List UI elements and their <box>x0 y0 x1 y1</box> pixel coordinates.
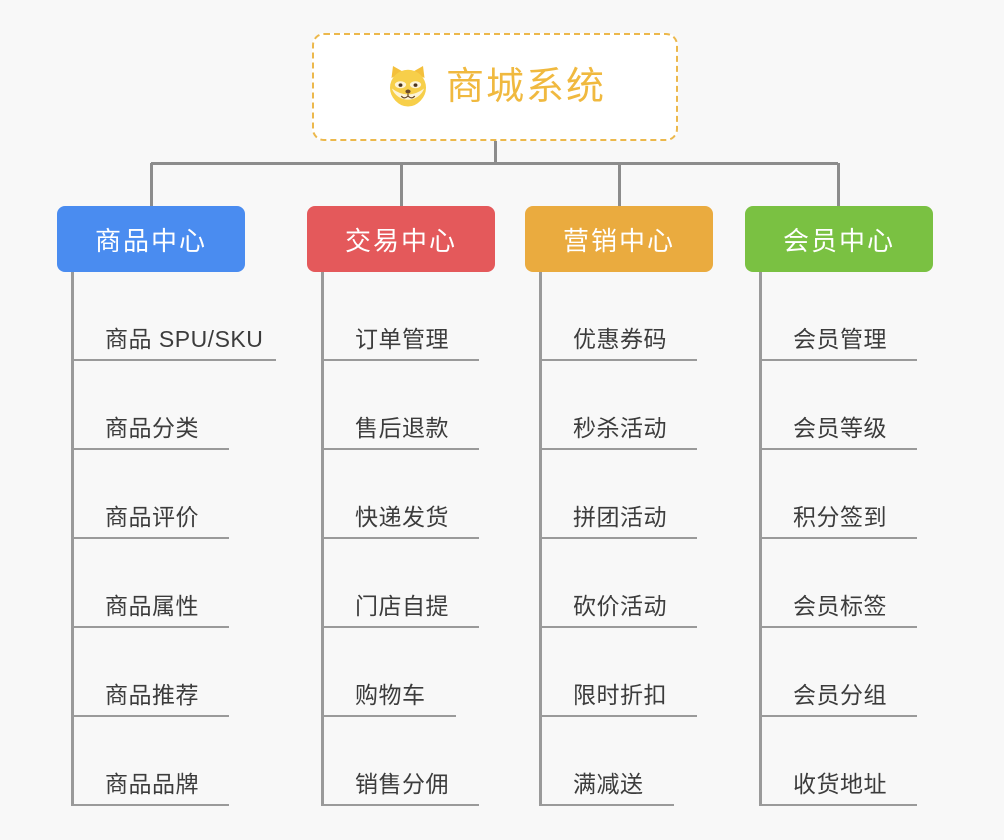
leaf-underline <box>759 359 917 361</box>
leaf-item[interactable]: 快递发货 <box>321 450 479 539</box>
leaf-item-label: 售后退款 <box>355 415 449 441</box>
category-box-3[interactable]: 会员中心 <box>745 206 933 272</box>
category-label: 营销中心 <box>562 225 675 256</box>
leaf-underline <box>321 448 479 450</box>
leaf-underline <box>71 715 229 717</box>
shiba-dog-face-icon <box>389 66 426 107</box>
leaf-item-label: 商品属性 <box>105 593 199 619</box>
leaf-item[interactable]: 会员分组 <box>759 628 917 717</box>
leaf-item-label: 商品品牌 <box>105 771 199 797</box>
leaf-item-label: 会员等级 <box>793 415 887 441</box>
leaf-item-label: 快递发货 <box>355 504 449 530</box>
category-box-2[interactable]: 营销中心 <box>525 206 713 272</box>
leaf-item[interactable]: 秒杀活动 <box>539 361 697 450</box>
leaf-item[interactable]: 商品推荐 <box>71 628 229 717</box>
category-label: 会员中心 <box>782 225 895 256</box>
leaf-item-label: 会员分组 <box>793 682 887 708</box>
leaf-underline <box>71 537 229 539</box>
leaf-underline <box>71 359 276 361</box>
leaf-item-label: 积分签到 <box>793 504 887 530</box>
leaf-underline <box>539 626 697 628</box>
leaf-item-label: 砍价活动 <box>573 593 667 619</box>
leaf-underline <box>759 626 917 628</box>
leaf-item[interactable]: 收货地址 <box>759 717 917 806</box>
leaf-item[interactable]: 销售分佣 <box>321 717 479 806</box>
leaf-underline <box>539 804 674 806</box>
leaf-column-spine <box>71 272 74 806</box>
root-node[interactable]: 商城系统 <box>312 33 678 141</box>
leaf-item-label: 商品 SPU/SKU <box>105 326 264 352</box>
leaf-underline <box>71 804 229 806</box>
leaf-underline <box>71 626 229 628</box>
category-box-0[interactable]: 商品中心 <box>57 206 245 272</box>
leaf-item-label: 商品分类 <box>105 415 199 441</box>
leaf-item-label: 会员标签 <box>793 593 887 619</box>
leaf-item-label: 门店自提 <box>355 593 449 619</box>
leaf-item[interactable]: 商品分类 <box>71 361 229 450</box>
leaf-item-label: 满减送 <box>573 771 644 797</box>
leaf-item[interactable]: 会员标签 <box>759 539 917 628</box>
leaf-underline <box>759 537 917 539</box>
leaf-item-label: 购物车 <box>355 682 426 708</box>
leaf-item[interactable]: 优惠券码 <box>539 272 697 361</box>
leaf-item-label: 订单管理 <box>355 326 449 352</box>
leaf-underline <box>759 715 917 717</box>
leaf-item[interactable]: 会员管理 <box>759 272 917 361</box>
leaf-item[interactable]: 商品属性 <box>71 539 229 628</box>
leaf-column-spine <box>539 272 542 806</box>
leaf-item-label: 秒杀活动 <box>573 415 667 441</box>
leaf-item[interactable]: 限时折扣 <box>539 628 697 717</box>
leaf-item[interactable]: 会员等级 <box>759 361 917 450</box>
leaf-item[interactable]: 拼团活动 <box>539 450 697 539</box>
leaf-underline <box>321 715 456 717</box>
leaf-item-label: 销售分佣 <box>355 771 449 797</box>
leaf-item[interactable]: 订单管理 <box>321 272 479 361</box>
leaf-underline <box>321 537 479 539</box>
leaf-item[interactable]: 商品品牌 <box>71 717 229 806</box>
leaf-item[interactable]: 商品评价 <box>71 450 229 539</box>
leaf-underline <box>71 448 229 450</box>
leaf-item-label: 商品评价 <box>105 504 199 530</box>
leaf-item-label: 限时折扣 <box>573 682 667 708</box>
leaf-item-label: 收货地址 <box>793 771 887 797</box>
leaf-item[interactable]: 售后退款 <box>321 361 479 450</box>
category-label: 交易中心 <box>344 225 457 256</box>
leaf-underline <box>321 804 479 806</box>
leaf-underline <box>759 804 917 806</box>
leaf-item[interactable]: 砍价活动 <box>539 539 697 628</box>
leaf-column-spine <box>759 272 762 806</box>
leaf-underline <box>539 359 697 361</box>
leaf-item[interactable]: 门店自提 <box>321 539 479 628</box>
leaf-item[interactable]: 商品 SPU/SKU <box>71 272 279 361</box>
leaf-item-label: 拼团活动 <box>573 504 667 530</box>
leaf-item-label: 商品推荐 <box>105 682 199 708</box>
leaf-item[interactable]: 积分签到 <box>759 450 917 539</box>
leaf-item[interactable]: 满减送 <box>539 717 674 806</box>
leaf-column-spine <box>321 272 324 806</box>
leaf-underline <box>321 626 479 628</box>
leaf-underline <box>321 359 479 361</box>
leaf-item-label: 会员管理 <box>793 326 887 352</box>
leaf-item[interactable]: 购物车 <box>321 628 456 717</box>
category-label: 商品中心 <box>94 225 207 256</box>
category-box-1[interactable]: 交易中心 <box>307 206 495 272</box>
leaf-item-label: 优惠券码 <box>573 326 667 352</box>
leaf-underline <box>539 715 697 717</box>
leaf-underline <box>539 537 697 539</box>
leaf-underline <box>539 448 697 450</box>
root-title: 商城系统 <box>445 66 606 108</box>
leaf-underline <box>759 448 917 450</box>
